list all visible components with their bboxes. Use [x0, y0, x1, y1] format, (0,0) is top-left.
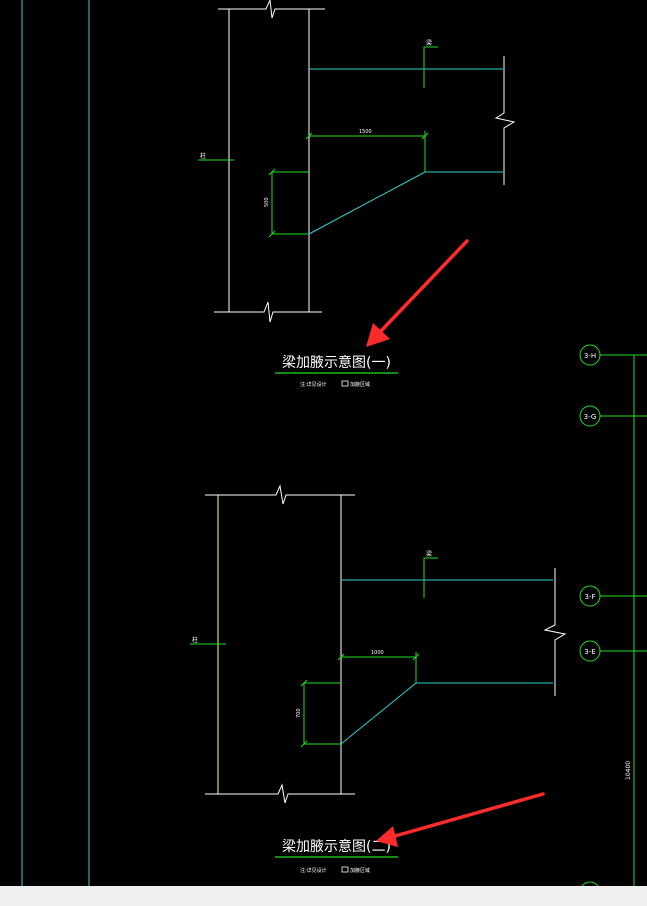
- status-bar: [0, 886, 647, 906]
- detail-2: 柱 梁 1000 700 梁加腋示意图(二) 注:详见设计 加腋: [190, 484, 567, 874]
- beam-leader-2: [423, 557, 438, 598]
- legend-label-1: 加腋区域: [350, 381, 370, 388]
- beam-break-2: [543, 568, 567, 696]
- axis-marker-3E[interactable]: 3-E: [579, 640, 647, 662]
- column-1: [214, 0, 325, 323]
- detail-subtitle-2: 注:详见设计: [300, 867, 327, 874]
- haunch-slope-1: [308, 171, 426, 235]
- column-label-2: 柱: [192, 636, 198, 644]
- column-label-1: 柱: [200, 152, 206, 160]
- axis-label-3H: 3-H: [584, 352, 596, 360]
- red-arrow-icon: [366, 239, 469, 347]
- dim-vertical-2: [300, 679, 341, 748]
- axis-grid: 10400 3-H 3-G 3-F 3-E: [579, 344, 647, 903]
- axis-label-3E: 3-E: [584, 648, 595, 656]
- red-arrow-icon: [376, 792, 545, 847]
- detail-subtitle-1: 注:详见设计: [300, 381, 327, 388]
- axis-marker-3F[interactable]: 3-F: [579, 585, 647, 607]
- dim-vertical-label-1: 500: [264, 197, 270, 207]
- detail-1: 柱 梁 1500 500 梁加腋示意图(一) 注:详见设计: [198, 0, 516, 388]
- dim-vertical-label-2: 700: [296, 708, 302, 718]
- axis-label-3G: 3-G: [584, 413, 597, 421]
- axis-marker-3G[interactable]: 3-G: [579, 405, 647, 427]
- dim-horizontal-label-2: 1000: [371, 650, 384, 656]
- legend-swatch-2: [341, 866, 349, 873]
- column-2-top-break: [205, 484, 355, 505]
- beam-label-1: 梁: [426, 39, 432, 47]
- dim-vertical-1: [268, 168, 309, 238]
- haunch-slope-2: [340, 682, 417, 745]
- axis-label-3F: 3-F: [584, 593, 595, 601]
- column-2-bottom-break: [205, 783, 355, 804]
- legend-label-2: 加腋区域: [350, 867, 370, 874]
- beam-2: [340, 579, 553, 745]
- axis-marker-3H[interactable]: 3-H: [579, 344, 647, 366]
- dim-horizontal-2: [337, 652, 420, 683]
- dim-horizontal-1: [305, 131, 429, 172]
- legend-swatch-1: [341, 380, 349, 387]
- dim-horizontal-label-1: 1500: [359, 129, 372, 135]
- beam-leader-1: [423, 46, 438, 88]
- beam-1: [308, 68, 503, 235]
- beam-label-2: 梁: [426, 550, 432, 558]
- beam-break-1: [494, 56, 516, 185]
- detail-title-1[interactable]: 梁加腋示意图(一): [282, 354, 391, 371]
- detail-title-2[interactable]: 梁加腋示意图(二): [282, 838, 391, 855]
- axis-dimension-label: 10400: [625, 761, 632, 780]
